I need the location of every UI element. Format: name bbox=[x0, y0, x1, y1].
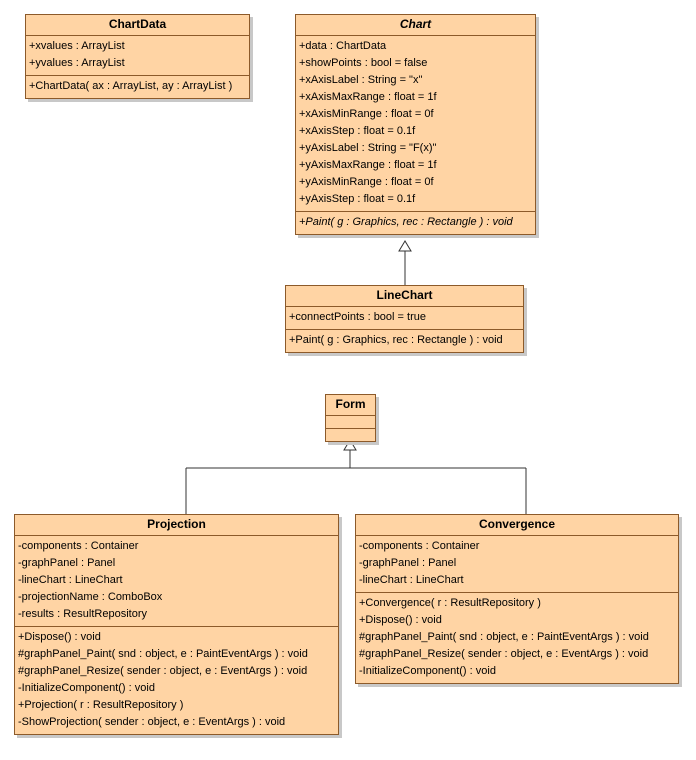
class-name: Convergence bbox=[356, 515, 678, 536]
attributes-section: +xvalues : ArrayList +yvalues : ArrayList bbox=[26, 36, 249, 76]
attribute-row: +yAxisMinRange : float = 0f bbox=[299, 176, 434, 188]
attribute-row: +xAxisLabel : String = "x" bbox=[299, 74, 423, 86]
operation-row: +Dispose() : void bbox=[359, 614, 442, 626]
attribute-row: -graphPanel : Panel bbox=[18, 557, 116, 569]
operations-section: +Convergence( r : ResultRepository ) +Dis… bbox=[356, 593, 678, 683]
operation-row: +Projection( r : ResultRepository ) bbox=[18, 699, 184, 711]
operations-section: +ChartData( ax : ArrayList, ay : ArrayLi… bbox=[26, 76, 249, 98]
attribute-row: -projectionName : ComboBox bbox=[18, 591, 163, 603]
operation-row: #graphPanel_Paint( snd : object, e : Pai… bbox=[359, 631, 649, 643]
attribute-row: -graphPanel : Panel bbox=[359, 557, 457, 569]
attributes-section: +data : ChartData +showPoints : bool = fa… bbox=[296, 36, 535, 212]
operation-row: -InitializeComponent() : void bbox=[359, 665, 496, 677]
attribute-row: -components : Container bbox=[18, 540, 139, 552]
attribute-row: +yAxisStep : float = 0.1f bbox=[299, 193, 416, 205]
class-form[interactable]: Form bbox=[325, 394, 376, 442]
class-name: Projection bbox=[15, 515, 338, 536]
attributes-section: +connectPoints : bool = true bbox=[286, 307, 523, 330]
operation-row: +Paint( g : Graphics, rec : Rectangle ) … bbox=[299, 216, 513, 228]
attribute-row: +xvalues : ArrayList bbox=[29, 40, 125, 52]
attribute-row: +yAxisLabel : String = "F(x)" bbox=[299, 142, 437, 154]
class-name: LineChart bbox=[286, 286, 523, 307]
attribute-row: +xAxisMinRange : float = 0f bbox=[299, 108, 434, 120]
class-chartdata[interactable]: ChartData +xvalues : ArrayList +yvalues :… bbox=[25, 14, 250, 99]
inheritance-arrowhead bbox=[343, 439, 357, 451]
attribute-row: +xAxisStep : float = 0.1f bbox=[299, 125, 416, 137]
class-chart[interactable]: Chart +data : ChartData +showPoints : boo… bbox=[295, 14, 536, 235]
operation-row: +ChartData( ax : ArrayList, ay : ArrayLi… bbox=[29, 80, 233, 92]
operation-row: #graphPanel_Paint( snd : object, e : Pai… bbox=[18, 648, 308, 660]
attribute-row: +connectPoints : bool = true bbox=[289, 311, 426, 323]
attribute-row: +showPoints : bool = false bbox=[299, 57, 428, 69]
attribute-row: +yAxisMaxRange : float = 1f bbox=[299, 159, 437, 171]
operations-section bbox=[326, 429, 375, 441]
operation-row: +Convergence( r : ResultRepository ) bbox=[359, 597, 541, 609]
attribute-row: -lineChart : LineChart bbox=[359, 574, 464, 586]
generalization-to-form bbox=[185, 439, 527, 514]
operations-section: +Paint( g : Graphics, rec : Rectangle ) … bbox=[296, 212, 535, 234]
attribute-row: -results : ResultRepository bbox=[18, 608, 147, 620]
operation-row: #graphPanel_Resize( sender : object, e :… bbox=[359, 648, 649, 660]
class-name: Form bbox=[326, 395, 375, 416]
class-projection[interactable]: Projection -components : Container -graph… bbox=[14, 514, 339, 735]
operation-row: -InitializeComponent() : void bbox=[18, 682, 155, 694]
attributes-section: -components : Container -graphPanel : Pan… bbox=[15, 536, 338, 627]
attributes-section: -components : Container -graphPanel : Pan… bbox=[356, 536, 678, 593]
generalization-linechart-to-chart bbox=[398, 240, 412, 285]
operation-row: #graphPanel_Resize( sender : object, e :… bbox=[18, 665, 308, 677]
class-linechart[interactable]: LineChart +connectPoints : bool = true +… bbox=[285, 285, 524, 353]
operation-row: +Dispose() : void bbox=[18, 631, 101, 643]
attribute-row: +yvalues : ArrayList bbox=[29, 57, 125, 69]
class-name: Chart bbox=[296, 15, 535, 36]
operations-section: +Paint( g : Graphics, rec : Rectangle ) … bbox=[286, 330, 523, 352]
operation-row: -ShowProjection( sender : object, e : Ev… bbox=[18, 716, 286, 728]
class-convergence[interactable]: Convergence -components : Container -grap… bbox=[355, 514, 679, 684]
inheritance-arrowhead bbox=[398, 240, 412, 252]
attribute-row: +data : ChartData bbox=[299, 40, 387, 52]
attribute-row: +xAxisMaxRange : float = 1f bbox=[299, 91, 437, 103]
class-name: ChartData bbox=[26, 15, 249, 36]
attribute-row: -lineChart : LineChart bbox=[18, 574, 123, 586]
operation-row: +Paint( g : Graphics, rec : Rectangle ) … bbox=[289, 334, 503, 346]
operations-section: +Dispose() : void #graphPanel_Paint( snd … bbox=[15, 627, 338, 734]
attribute-row: -components : Container bbox=[359, 540, 480, 552]
attributes-section bbox=[326, 416, 375, 429]
